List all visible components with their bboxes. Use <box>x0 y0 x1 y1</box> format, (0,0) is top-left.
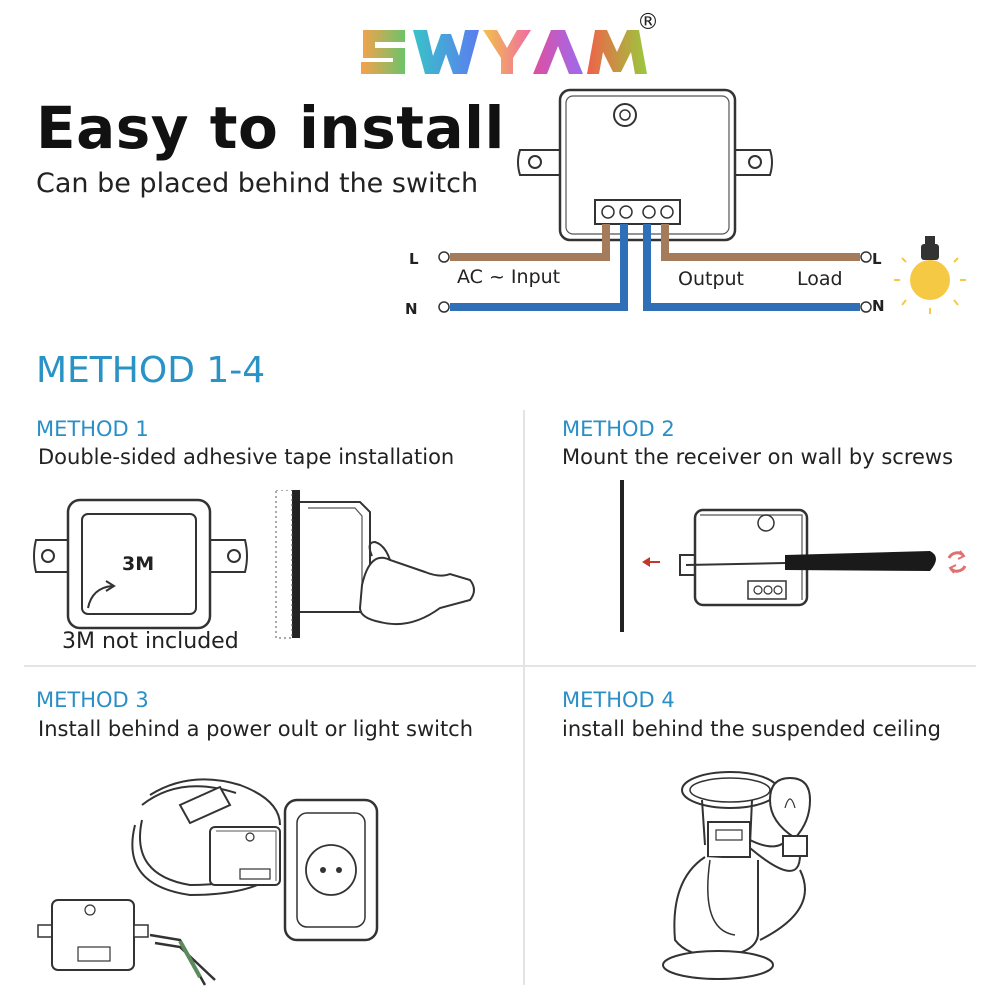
method-2-illustration <box>620 480 967 632</box>
method-1-note: 3M not included <box>62 629 239 654</box>
screwdriver-shaft <box>685 562 786 566</box>
page-subtitle: Can be placed behind the switch <box>36 168 479 199</box>
module-ear-left <box>517 149 566 176</box>
load-label: Load <box>797 268 843 290</box>
neutral-input-wire <box>450 224 628 311</box>
terminal-block <box>594 199 681 225</box>
wiring-diagram <box>438 88 966 314</box>
rotate-icon <box>947 550 967 574</box>
pin-label-right-live: L <box>872 250 882 268</box>
adhesive-module <box>66 498 212 630</box>
method-1-label: METHOD 1 <box>36 417 149 441</box>
lightbulb-icon <box>894 236 966 314</box>
method-3-label: METHOD 3 <box>36 688 149 712</box>
method-3-description: Install behind a power oult or light swi… <box>38 717 474 741</box>
column-divider <box>523 410 525 985</box>
pin-label-right-neutral: N <box>872 297 885 315</box>
pin-label-left-neutral: N <box>405 300 418 318</box>
live-output-wire <box>661 224 860 261</box>
row-divider <box>24 665 976 667</box>
screwdriver-handle <box>785 551 936 571</box>
brand-wordmark <box>361 30 647 74</box>
input-label: AC ~ Input <box>457 266 561 288</box>
arrow-left-icon <box>642 557 660 567</box>
methods-heading: METHOD 1-4 <box>36 350 266 391</box>
hand-icon <box>358 556 475 626</box>
method-2-label: METHOD 2 <box>562 417 675 441</box>
neutral-output-wire <box>643 224 860 311</box>
method-4-illustration <box>662 771 812 980</box>
module-ear-right <box>729 149 773 176</box>
method-1-description: Double-sided adhesive tape installation <box>38 445 455 469</box>
live-input-wire <box>450 224 610 261</box>
pin-label-left-live: L <box>409 250 419 268</box>
module-ear-right <box>133 924 149 938</box>
module-ear-right <box>204 539 248 573</box>
registered-mark: ® <box>637 10 659 35</box>
method-4-description: install behind the suspended ceiling <box>562 717 941 741</box>
wall <box>292 490 300 638</box>
wall <box>620 480 624 632</box>
method-2-description: Mount the receiver on wall by screws <box>562 445 954 469</box>
page-title: Easy to install <box>36 94 505 162</box>
lightbulb-icon <box>768 776 812 857</box>
output-label: Output <box>678 268 744 290</box>
tape-text: 3M <box>122 553 154 575</box>
brand-logo: ® <box>355 10 659 86</box>
module-button <box>613 103 637 127</box>
method-3-illustration <box>37 778 379 986</box>
method-4-label: METHOD 4 <box>562 688 675 712</box>
method-1-illustration: 3M <box>33 490 475 639</box>
